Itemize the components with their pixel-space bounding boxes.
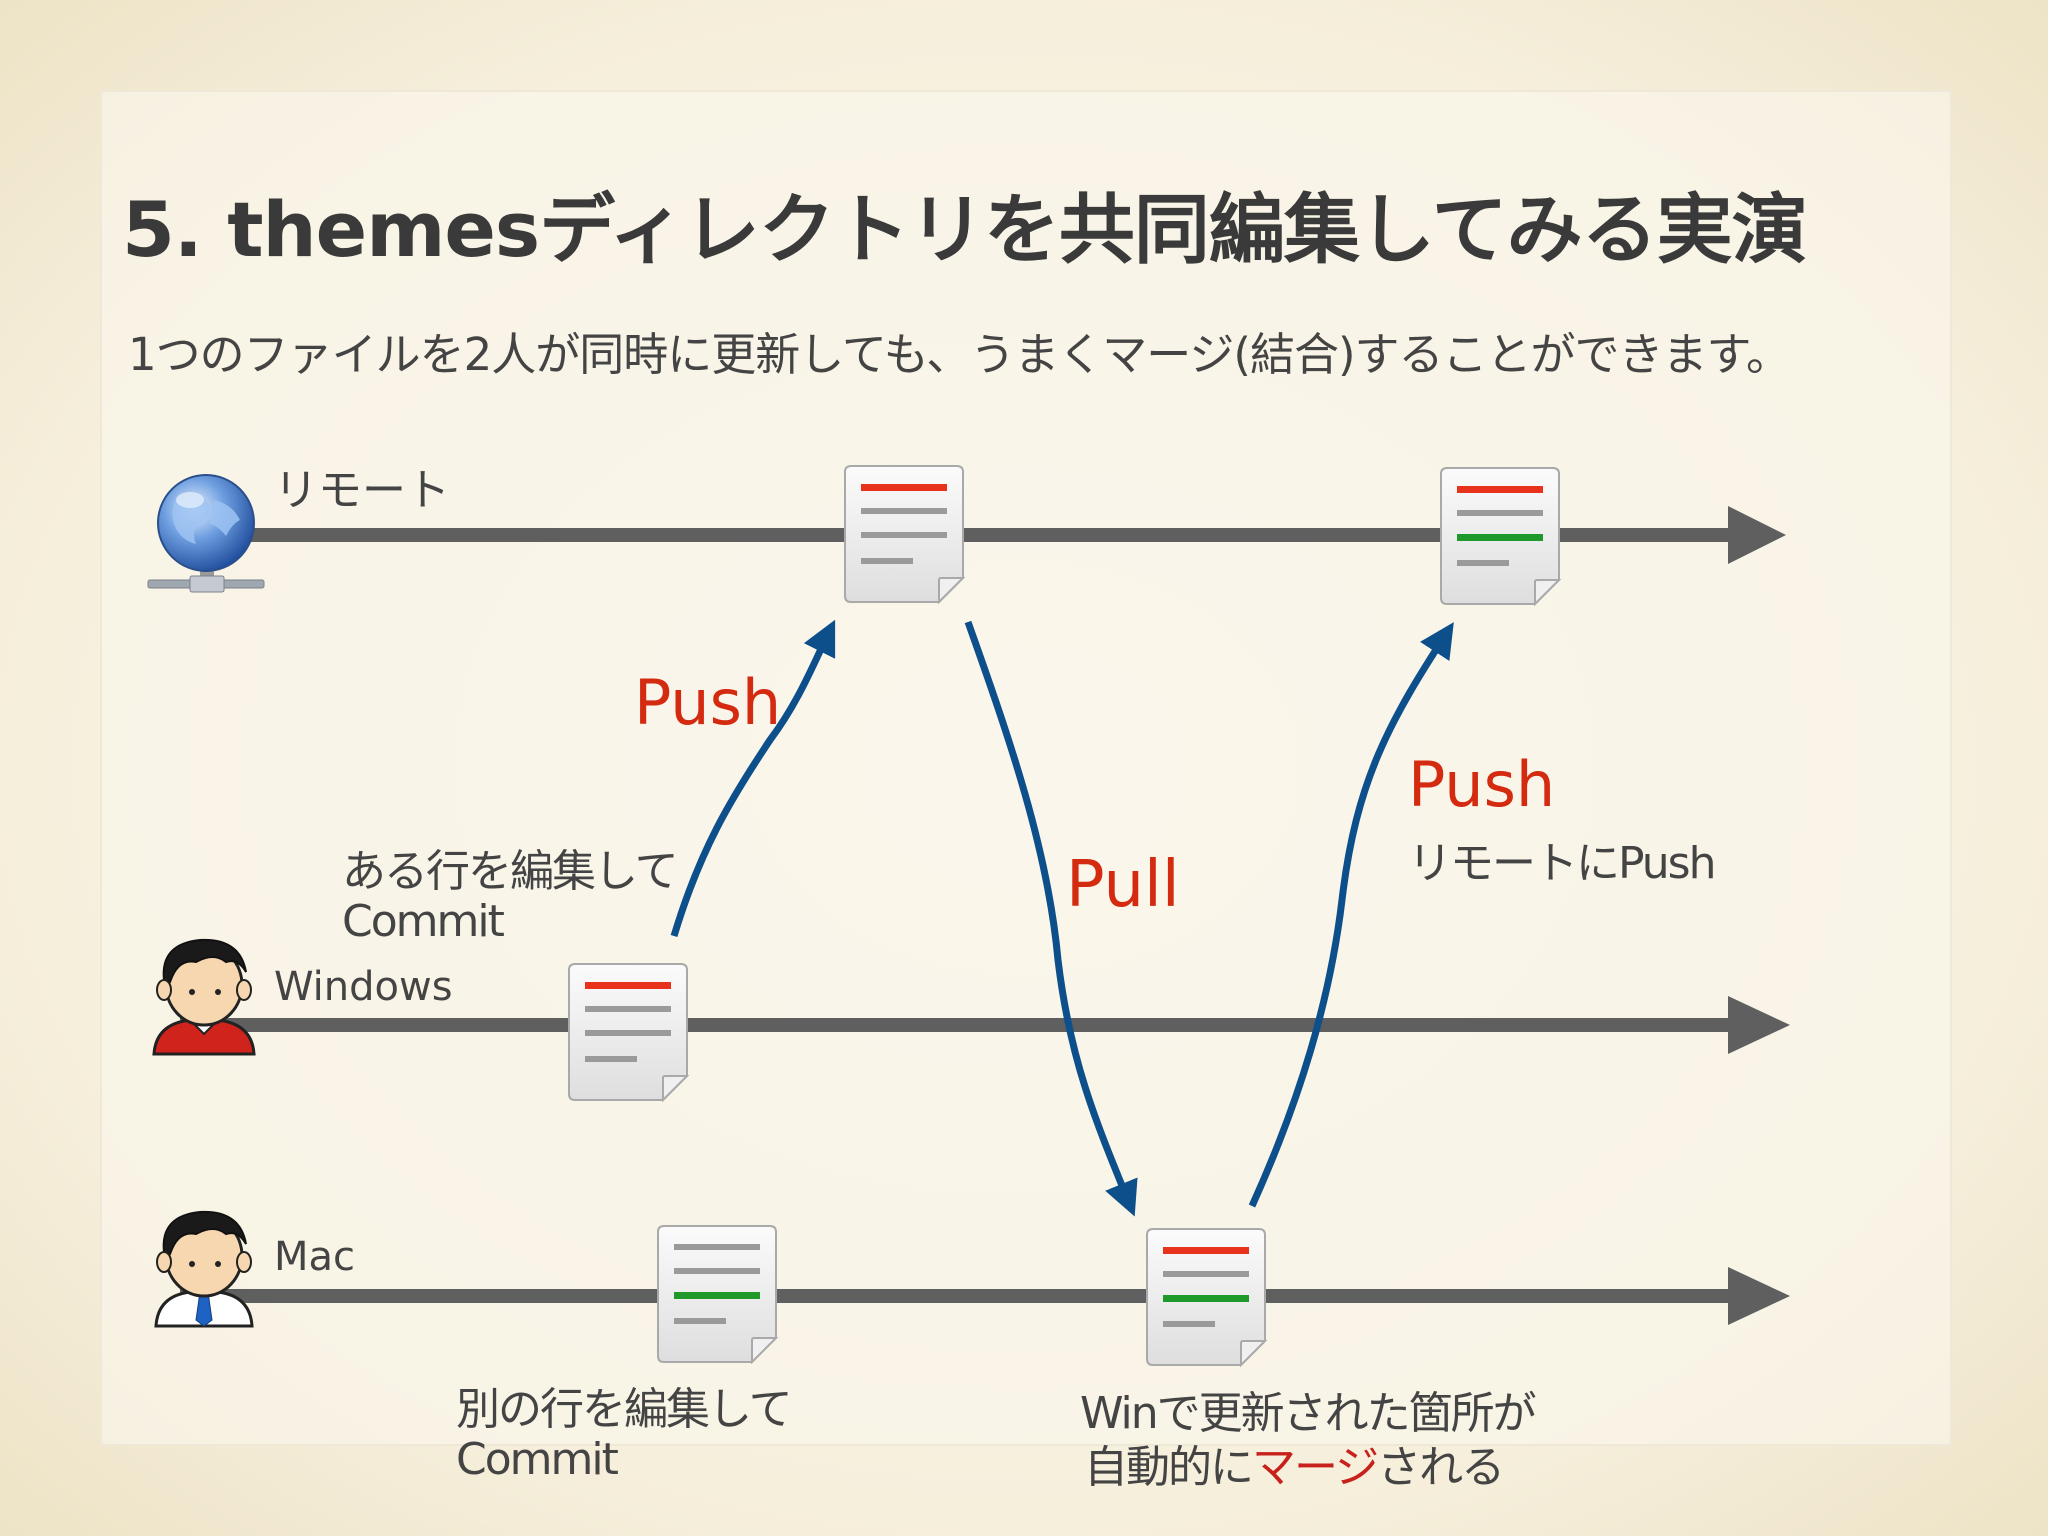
push-arrow-mac-to-remote <box>1248 622 1454 1208</box>
annotation-mac-edit-line2: Commit <box>456 1434 619 1485</box>
annotation-push-remote: リモートにPush <box>1408 838 1714 889</box>
annotation-merge-line2: 自動的にマージされる <box>1084 1442 1503 1493</box>
lane-label-windows: Windows <box>274 964 453 1010</box>
pull-arrow-remote-to-mac <box>964 620 1138 1217</box>
slide-title: 5. themesディレクトリを共同編集してみる実演 <box>122 185 1808 274</box>
annotation-windows-edit-line2: Commit <box>342 896 505 947</box>
action-label-pull: Pull <box>1066 848 1180 922</box>
annotation-merge-line1: Winで更新された箇所が <box>1080 1388 1536 1439</box>
slide-frame <box>100 90 1952 1446</box>
document-icon-windows <box>568 963 688 1101</box>
document-icon-mac-merged <box>1146 1228 1266 1366</box>
action-label-push-2: Push <box>1408 748 1555 821</box>
document-icon-mac <box>657 1225 777 1363</box>
push-arrow-windows-to-remote <box>670 619 836 938</box>
merge-line2-highlight: マージ <box>1252 1442 1377 1493</box>
user-red-icon <box>152 938 256 1056</box>
lane-label-remote: リモート <box>274 465 450 516</box>
globe-server-icon <box>147 474 265 593</box>
annotation-mac-edit-line1: 別の行を編集して <box>456 1384 791 1435</box>
action-label-push-1: Push <box>634 666 781 739</box>
lane-label-mac: Mac <box>274 1234 355 1280</box>
document-icon-remote-1 <box>844 465 964 603</box>
merge-line2-prefix: 自動的に <box>1084 1442 1252 1493</box>
annotation-windows-edit-line1: ある行を編集して <box>342 846 677 897</box>
document-icon-remote-2 <box>1440 467 1560 605</box>
slide-subtitle: 1つのファイルを2人が同時に更新しても、うまくマージ(結合)することができます。 <box>128 328 1791 381</box>
lane-mac <box>180 1267 1790 1325</box>
user-tie-icon <box>154 1210 254 1328</box>
merge-line2-suffix: される <box>1377 1442 1503 1493</box>
